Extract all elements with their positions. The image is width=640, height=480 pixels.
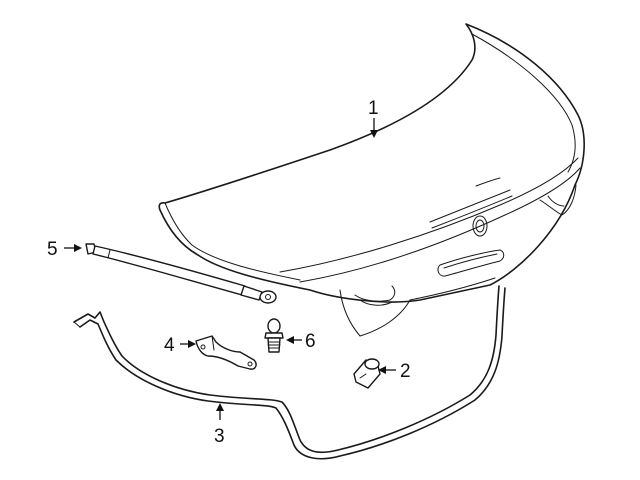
callout-3: 3 (214, 426, 225, 447)
callout-4: 4 (164, 335, 175, 356)
trunk-lid (158, 23, 585, 337)
callout-5: 5 (47, 239, 58, 260)
leader-lines (64, 118, 396, 420)
weatherstrip-seal (73, 285, 506, 460)
callout-6: 6 (305, 331, 316, 352)
gas-strut (85, 243, 277, 304)
mounting-bracket (195, 335, 257, 370)
callout-2: 2 (400, 361, 411, 382)
ball-stud (264, 318, 284, 353)
callout-1: 1 (368, 98, 379, 119)
bump-stop (353, 358, 381, 389)
